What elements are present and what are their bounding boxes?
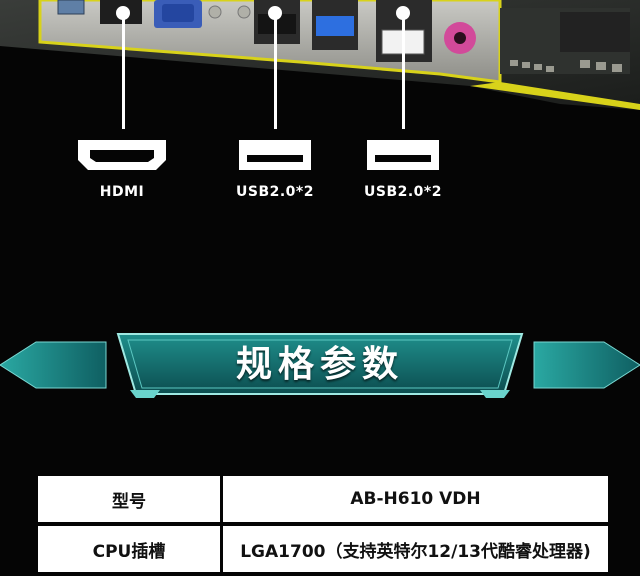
spec-value: AB-H610 VDH [223, 476, 608, 522]
spec-table: 型号 AB-H610 VDH CPU插槽 LGA1700（支持英特尔12/13代… [38, 476, 608, 576]
callout-line [402, 14, 405, 129]
spec-banner [0, 333, 640, 398]
spec-key: 型号 [38, 476, 220, 522]
spec-banner-title: 规格参数 [235, 344, 404, 385]
usb-port-icon [367, 140, 439, 170]
port-label-usb-1: USB2.0*2 [236, 184, 314, 200]
usb-port-icon [239, 140, 311, 170]
spec-row: 型号 AB-H610 VDH [38, 476, 608, 522]
port-label-usb-2: USB2.0*2 [364, 184, 442, 200]
port-label-hdmi: HDMI [99, 184, 145, 200]
spec-value: LGA1700（支持英特尔12/13代酷睿处理器) [223, 526, 608, 572]
spec-key: CPU插槽 [38, 526, 220, 572]
hdmi-port-icon [78, 140, 166, 170]
motherboard-io-illustration [0, 0, 640, 110]
callout-pin [396, 6, 410, 20]
callout-line [274, 14, 277, 129]
callout-pin [268, 6, 282, 20]
callout-line [122, 14, 125, 129]
callout-pin [116, 6, 130, 20]
motherboard-io-photo [0, 0, 640, 110]
spec-row: CPU插槽 LGA1700（支持英特尔12/13代酷睿处理器) [38, 526, 608, 572]
